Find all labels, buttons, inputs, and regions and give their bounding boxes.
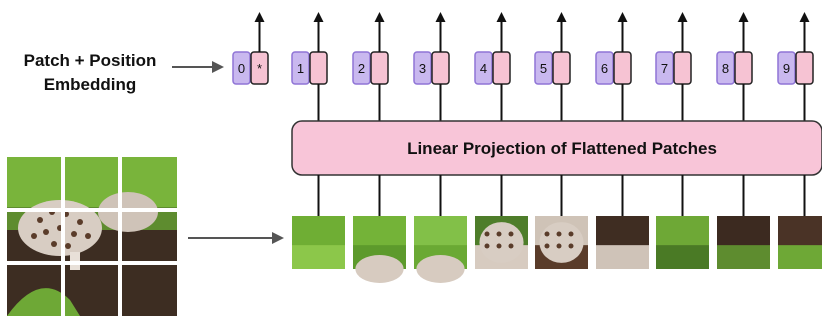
token-pair-1: 1 [291, 12, 328, 121]
position-index-label: 3 [419, 61, 426, 76]
token-pair-3: 3 [413, 12, 450, 121]
token-pair-5: 5 [534, 12, 571, 121]
patch-embedding-box [309, 51, 328, 85]
position-embedding-box [655, 51, 674, 85]
position-index-label: 5 [540, 61, 547, 76]
patch-embedding-box [492, 51, 511, 85]
position-embedding-box [534, 51, 553, 85]
image-patch [475, 175, 528, 269]
patch-embedding-box [734, 51, 753, 85]
patch-embedding-box [370, 51, 389, 85]
position-index-label: 2 [358, 61, 365, 76]
token-pair-7: 7 [655, 12, 692, 121]
image-patch [535, 175, 588, 269]
position-embedding-box [352, 51, 371, 85]
token-pair-0: 0* [232, 12, 269, 85]
position-embedding-box [716, 51, 735, 85]
position-embedding-box [595, 51, 614, 85]
position-embedding-box [413, 51, 432, 85]
position-index-label: 0 [238, 61, 245, 76]
linear-projection-block: Linear Projection of Flattened Patches [291, 120, 822, 176]
image-patch [778, 175, 822, 269]
image-patch [717, 175, 770, 269]
position-index-label: 8 [722, 61, 729, 76]
linear-projection-label: Linear Projection of Flattened Patches [407, 139, 717, 158]
image-patch [414, 175, 467, 283]
position-embedding-box [232, 51, 251, 85]
patch-embedding-box [795, 51, 814, 85]
position-index-label: 6 [601, 61, 608, 76]
position-embedding-box [474, 51, 493, 85]
position-index-label: 4 [480, 61, 487, 76]
token-pair-9: 9 [777, 12, 814, 121]
patch-embedding-box [613, 51, 632, 85]
position-index-label: 1 [297, 61, 304, 76]
token-pair-6: 6 [595, 12, 632, 121]
position-index-label: 7 [661, 61, 668, 76]
position-embedding-box [777, 51, 796, 85]
embedding-label: Patch + Position Embedding [24, 51, 157, 94]
patch-embedding-box [552, 51, 571, 85]
image-patch [292, 175, 345, 269]
token-pair-4: 4 [474, 12, 511, 121]
mushroom-spots [31, 209, 91, 249]
patch-embedding-box [431, 51, 450, 85]
token-pair-8: 8 [716, 12, 753, 121]
linear-projection-box [291, 120, 822, 176]
position-index-label: 9 [783, 61, 790, 76]
patch-embedding-box [673, 51, 692, 85]
embedding-label-line1: Patch + Position [24, 51, 157, 70]
image-grid-lines [7, 157, 177, 316]
embedding-label-line2: Embedding [44, 75, 137, 94]
patch-strip [292, 175, 822, 283]
token-pair-2: 2 [352, 12, 389, 121]
image-patch [353, 175, 406, 283]
image-patch [656, 175, 709, 269]
position-embedding-box [291, 51, 310, 85]
image-patch [596, 175, 649, 269]
class-token-symbol: * [257, 61, 262, 76]
source-image [7, 157, 177, 316]
